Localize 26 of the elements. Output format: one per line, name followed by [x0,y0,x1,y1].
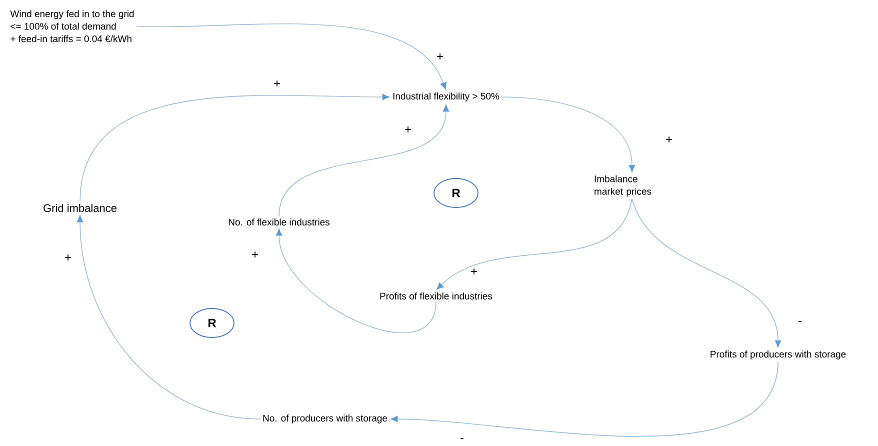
arrow [76,215,261,420]
polarity-sign: + [65,254,71,260]
polarity-sign: + [405,126,411,132]
arrow [276,228,436,333]
polarity-sign: + [252,252,258,258]
variable-label: Profits of producers with storage [710,350,846,360]
arrow [278,104,450,217]
variable-label: Imbalance market prices [594,175,652,197]
arrow [501,96,636,172]
variable-label: Industrial flexibility > 50% [393,92,500,102]
variable-label: Profits of flexible industries [380,292,492,300]
arrow [80,94,390,202]
arrow [632,198,782,348]
polarity-sign: - [798,321,802,322]
variable-label: Grid imbalance [44,204,116,212]
variable-label: No. of flexible industries [228,218,330,226]
arrow [436,198,632,290]
variable-label: No. of producers with storage [263,414,388,424]
polarity-sign: + [471,268,477,274]
arrow [390,361,778,437]
polarity-sign: + [437,54,443,60]
polarity-sign: + [274,80,280,86]
arrow [136,23,446,90]
polarity-sign: - [460,438,464,440]
variable-label: Wind energy fed in to the grid <= 100% of total demand + feed-in tariffs = 0.04 €/kWh [10,10,134,42]
polarity-sign: + [666,136,672,142]
